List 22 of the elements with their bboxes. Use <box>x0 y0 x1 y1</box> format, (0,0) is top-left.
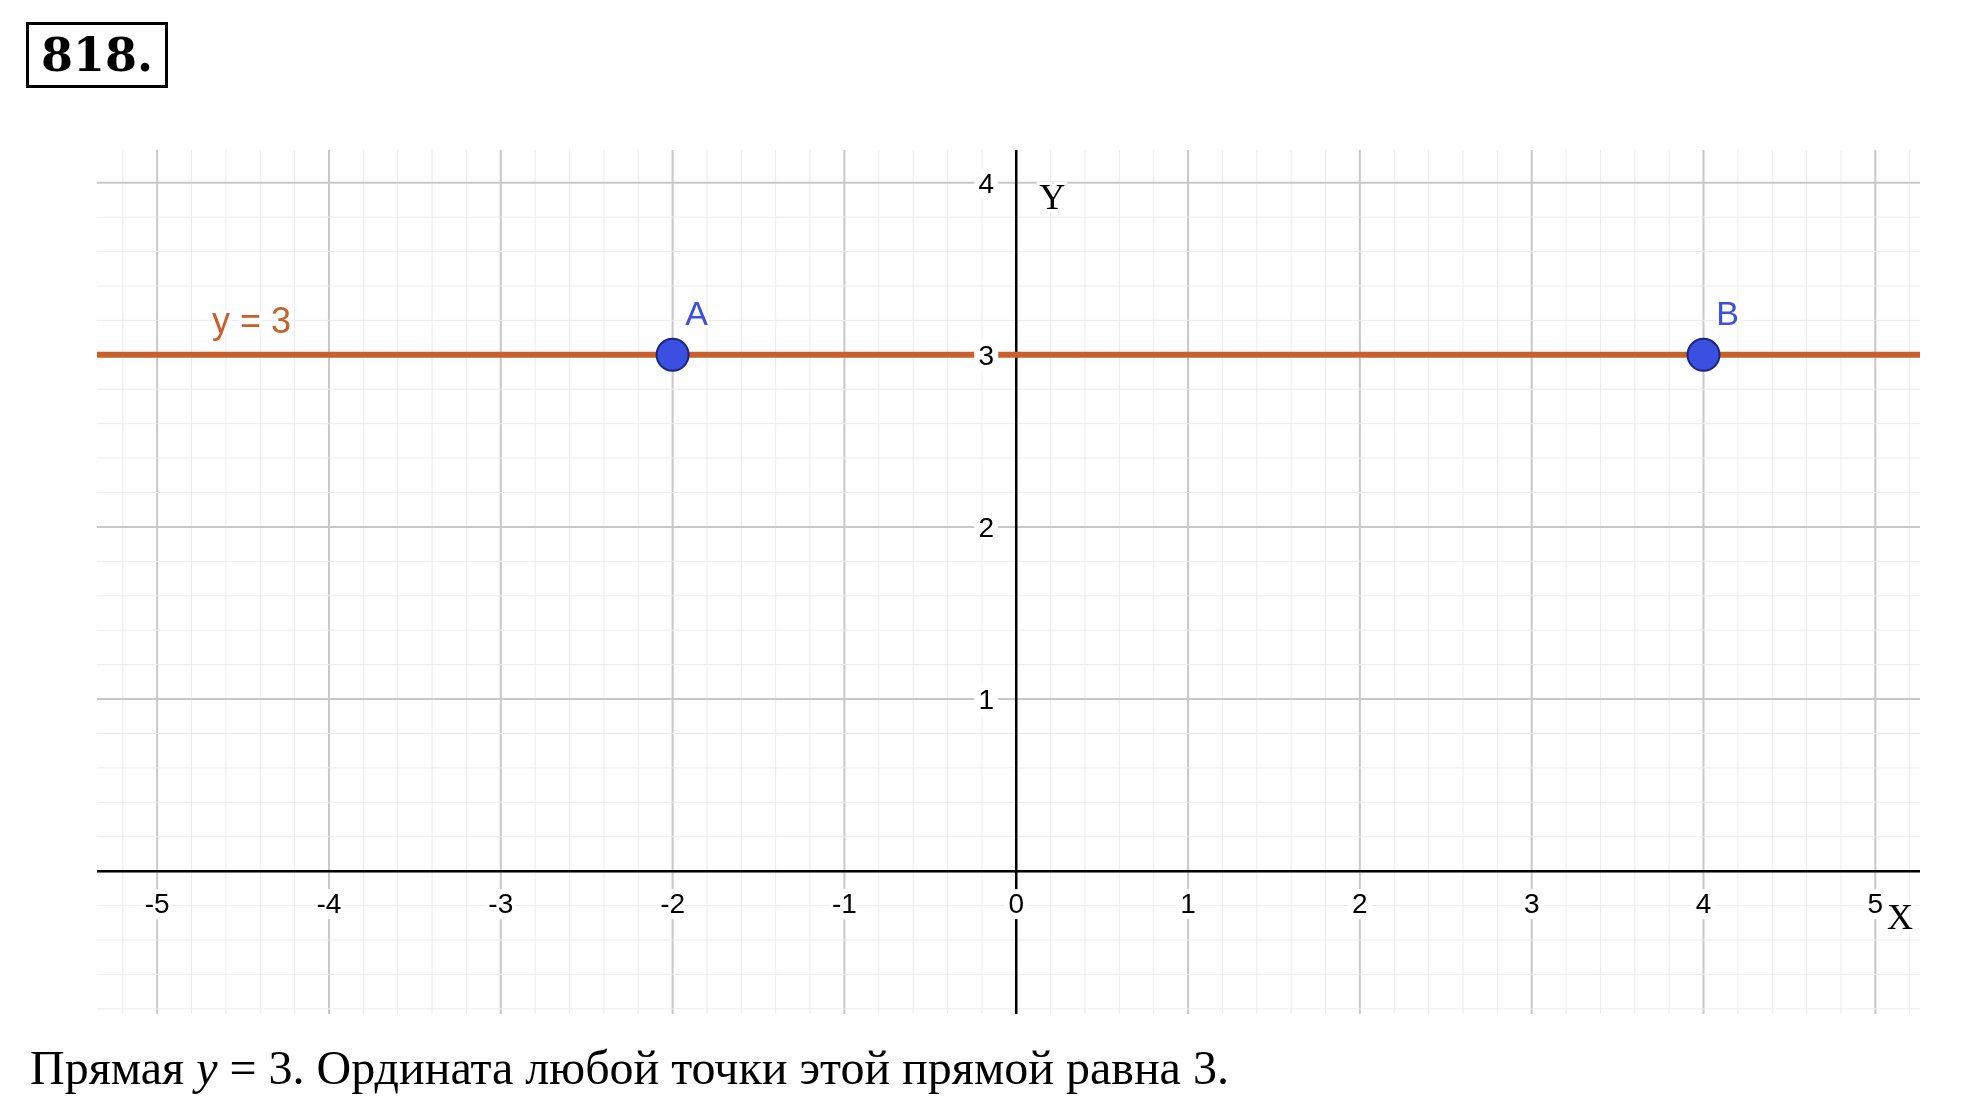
tick-label: -2 <box>660 888 686 920</box>
tick-label: 4 <box>1695 888 1712 920</box>
axis-label: X <box>1887 897 1913 938</box>
tick-label: -1 <box>831 888 857 920</box>
tick-label: 0 <box>1008 888 1024 920</box>
line-label: y = 3 <box>212 299 292 341</box>
tick-label: 3 <box>1523 888 1540 920</box>
tick-label: -4 <box>316 888 342 920</box>
caption: Прямая y = 3. Ордината любой точки этой прямой равна 3. <box>30 1040 1229 1095</box>
axis-label: Y <box>1039 176 1066 217</box>
tick-label: 5 <box>1867 888 1884 920</box>
tick-label: 2 <box>978 511 994 543</box>
point-label: A <box>685 293 708 332</box>
exercise-number: 818. <box>26 22 169 88</box>
tick-label: 2 <box>1352 888 1368 920</box>
tick-label: 1 <box>1180 888 1196 920</box>
tick-label: -5 <box>144 888 170 920</box>
point-label: B <box>1716 293 1739 332</box>
tick-label: 1 <box>978 684 994 716</box>
tick-label: 3 <box>978 339 994 371</box>
tick-label: 4 <box>978 167 994 199</box>
tick-label: -3 <box>488 888 514 920</box>
